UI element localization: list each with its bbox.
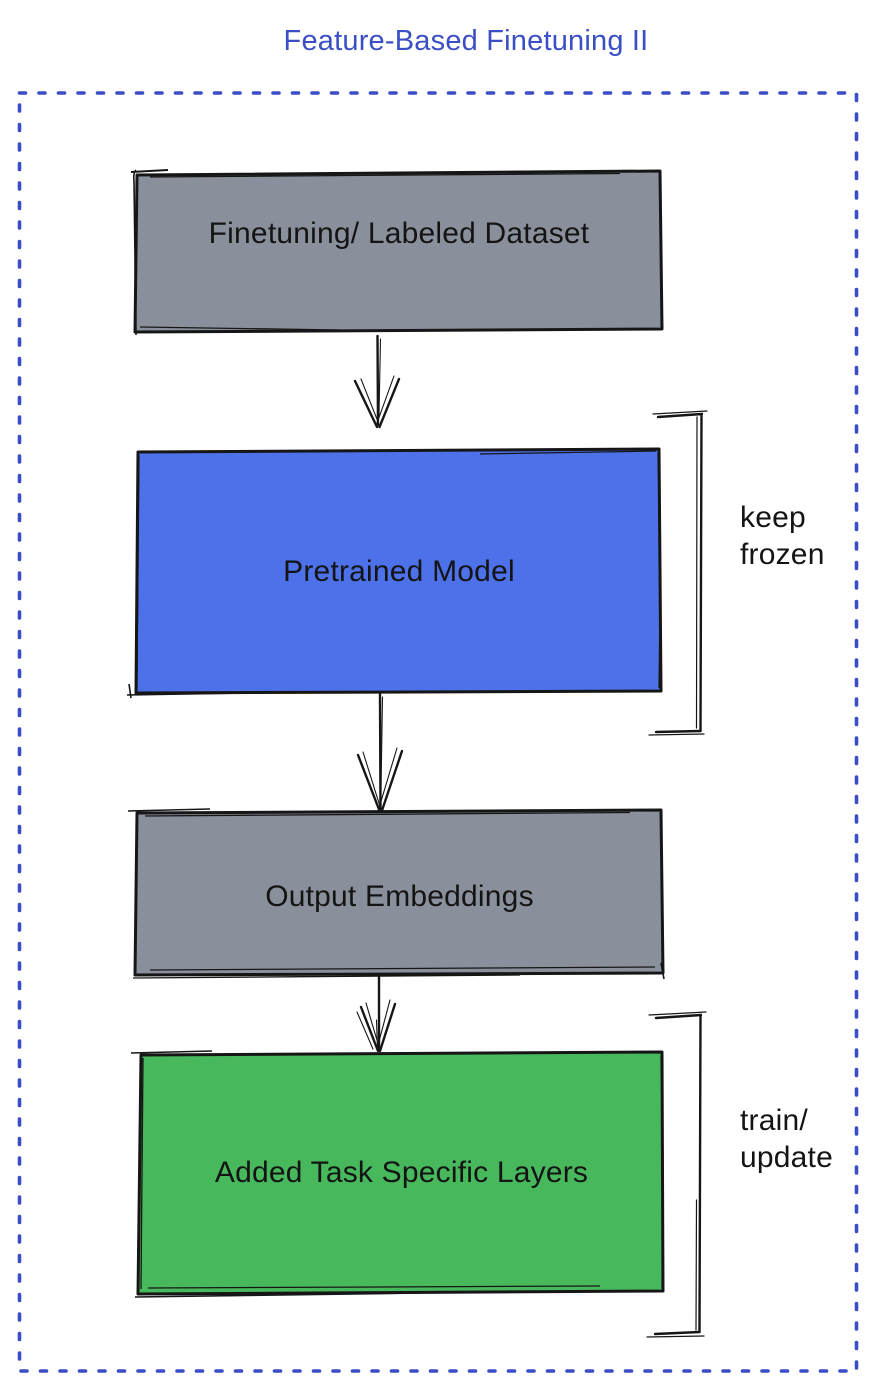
bracket-line [699, 412, 703, 733]
sketch-stroke [147, 1285, 601, 1289]
sketch-stroke [128, 683, 132, 699]
sketch-stroke [144, 811, 631, 817]
sketch-stroke [149, 172, 621, 178]
bracket-line [656, 412, 704, 419]
sketch-stroke [660, 1056, 664, 1289]
sketch-stroke [375, 1019, 379, 1051]
node-task-layers-rect [136, 1050, 665, 1296]
node-task-layers-shape [130, 1050, 665, 1298]
sketch-stroke [360, 378, 380, 424]
sketch-stroke [479, 450, 657, 455]
dotted-frame [17, 91, 859, 1373]
sketch-stroke [136, 455, 140, 689]
annotation-keep-frozen: keep frozen [740, 499, 825, 573]
node-task-layers-label: Added Task Specific Layers [214, 1156, 589, 1189]
sketch-stroke [657, 452, 661, 689]
bracket-line [654, 1013, 703, 1020]
bracket-line [698, 1013, 702, 1334]
node-embeddings-shape [127, 808, 665, 980]
arrow-head [356, 753, 382, 814]
sketch-stroke [130, 1050, 213, 1054]
bracket-train-update [646, 1011, 707, 1338]
bracket-line [653, 1330, 701, 1336]
arrow-shaft [378, 692, 382, 812]
node-pretrained-rect [134, 447, 663, 695]
sketch-stroke [132, 974, 521, 979]
sketch-stroke [365, 1002, 380, 1048]
node-dataset-label: Finetuning/ Labeled Dataset [208, 217, 590, 250]
node-embeddings-label: Output Embeddings [265, 879, 534, 913]
annotation-train-update: train/ update [740, 1102, 833, 1176]
node-pretrained-label: Pretrained Model [283, 554, 515, 588]
annotation-keep-frozen-line1: keep [740, 501, 806, 534]
arrow-head [378, 1002, 397, 1053]
arrow-head [378, 377, 401, 429]
sketch-stroke [130, 169, 169, 173]
sketch-stroke [695, 1199, 698, 1331]
annotation-keep-frozen-line2: frozen [740, 538, 825, 571]
sketch-stroke [376, 999, 391, 1048]
node-pretrained-shape [126, 447, 663, 699]
sketch-stroke [652, 410, 708, 415]
sketch-stroke [376, 375, 395, 424]
sketch-stroke [149, 966, 656, 971]
arrow-head [359, 1005, 380, 1053]
sketch-stroke [660, 962, 665, 980]
sketch-stroke [648, 1011, 707, 1016]
sketch-stroke [695, 416, 698, 729]
sketch-stroke [378, 338, 382, 416]
sketch-stroke [378, 747, 398, 809]
sketch-stroke [140, 1057, 144, 1290]
arrow-pretrained-to-embeddings [356, 692, 404, 814]
sketch-stroke [126, 691, 301, 696]
sketch-stroke [356, 1011, 374, 1050]
bracket-line [654, 729, 702, 734]
node-dataset-shape [130, 169, 664, 336]
sketch-stroke [127, 808, 211, 812]
sketch-stroke [139, 326, 341, 331]
bracket-keep-frozen [648, 410, 708, 736]
sketch-stroke [362, 751, 382, 809]
arrow-embeddings-to-layers [356, 974, 397, 1053]
arrow-shaft [376, 334, 380, 427]
arrow-head [353, 379, 379, 429]
sketch-stroke [380, 696, 384, 791]
annotation-train-update-line2: update [740, 1141, 833, 1174]
sketch-stroke [132, 169, 137, 336]
sketch-stroke [646, 1335, 705, 1338]
sketch-stroke [134, 1292, 421, 1298]
arrow-dataset-to-pretrained [353, 334, 401, 429]
arrow-head [380, 749, 404, 814]
diagram-title: Feature-Based Finetuning II [283, 25, 649, 57]
sketch-stroke [648, 733, 705, 736]
annotation-train-update-line1: train/ [740, 1104, 808, 1137]
